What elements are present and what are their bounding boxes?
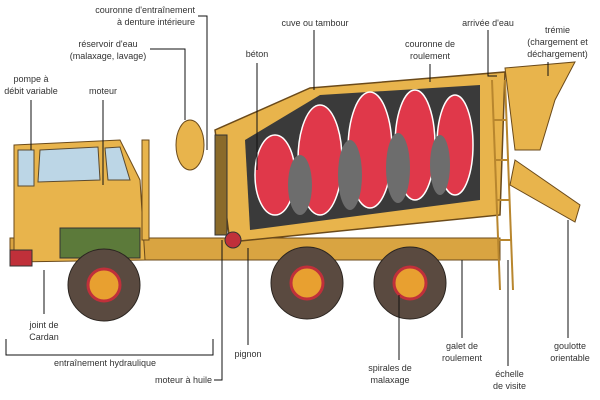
wheels: [67, 246, 447, 322]
label-line: à denture intérieure: [116, 17, 195, 27]
cab-window: [37, 146, 101, 183]
chute: [509, 159, 581, 223]
pump: [9, 249, 33, 267]
label-moteur: moteur: [88, 86, 117, 96]
label-couronne-entrainement: couronne d'entraînement à denture intérie…: [90, 4, 195, 28]
label-line: galet de: [445, 341, 479, 351]
ring-gear: [214, 134, 228, 236]
label-goulotte: goulotte orientable: [540, 340, 600, 364]
label-moteur-huile: moteur à huile: [154, 375, 212, 385]
label-arrivee-eau: arrivée d'eau: [462, 18, 514, 28]
leader-lines: [5, 15, 569, 381]
hopper: [504, 61, 576, 151]
label-line: spirales de: [368, 363, 412, 373]
label-galet: galet de roulement: [432, 340, 492, 364]
label-tremie: trémie (chargement et déchargement): [515, 24, 600, 60]
exhaust: [141, 139, 150, 241]
label-line: orientable: [550, 353, 590, 363]
label-echelle: échelle de visite: [482, 368, 537, 392]
label-line: couronne d'entraînement: [95, 5, 195, 15]
water-tank: [175, 119, 205, 171]
label-pignon: pignon: [234, 349, 262, 359]
label-line: malaxage: [370, 375, 410, 385]
label-line: débit variable: [4, 86, 58, 96]
label-line: déchargement): [527, 49, 588, 59]
label-reservoir: réservoir d'eau (malaxage, lavage): [58, 38, 158, 62]
pinion: [224, 231, 242, 249]
label-line: (chargement et: [527, 37, 588, 47]
label-line: trémie: [544, 25, 570, 35]
label-line: roulement: [409, 51, 451, 61]
label-line: échelle: [495, 369, 524, 379]
label-line: joint de: [29, 320, 59, 330]
label-line: pompe à: [13, 74, 49, 84]
label-beton: béton: [245, 49, 269, 59]
label-cuve: cuve ou tambour: [281, 18, 349, 28]
label-pompe: pompe à débit variable: [0, 73, 62, 97]
label-line: roulement: [441, 353, 483, 363]
label-entrainement-hydraulique: entraînement hydraulique: [53, 358, 157, 368]
label-line: Cardan: [29, 332, 59, 342]
label-couronne-roulement: couronne de roulement: [395, 38, 465, 62]
label-line: réservoir d'eau: [78, 39, 138, 49]
ladder: [491, 79, 514, 291]
label-line: de visite: [492, 381, 527, 391]
label-line: couronne de: [404, 39, 456, 49]
label-spirales: spirales de malaxage: [355, 362, 425, 386]
label-joint-cardan: joint de Cardan: [14, 319, 74, 343]
label-line: (malaxage, lavage): [69, 51, 147, 61]
label-line: goulotte: [553, 341, 587, 351]
